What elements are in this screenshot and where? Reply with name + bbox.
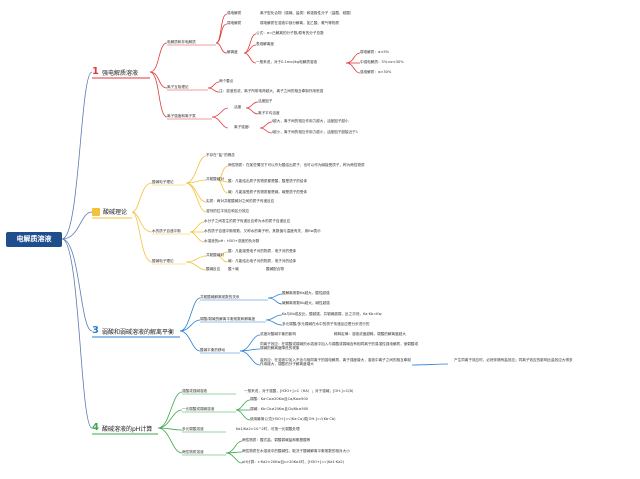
node: 强电解质 <box>227 11 242 15</box>
node: 活度因子 <box>258 99 273 103</box>
root-topic: 电解质溶液 <box>6 232 62 247</box>
node: 稀释定律：溶液浓度越稀，弱酸的解离度越大 <box>334 332 406 336</box>
node: 酸碱反应 <box>206 267 221 271</box>
node: 水的质子自递平衡 <box>152 229 181 233</box>
node: 不存在“盐”的概念 <box>206 153 235 157</box>
lightbulb-icon <box>92 207 100 216</box>
section-4-label: 酸碱溶液的pH计算 <box>101 425 153 433</box>
section-4-number: 4 <box>92 422 99 433</box>
node: 离子型化合物（强碱、盐类）和强极性分子（盐酸、硫酸） <box>260 11 354 15</box>
node: 酸：凡能给出质子的物质都是酸，酸是质子的给体 <box>228 179 308 183</box>
node: 酸碱电子理论 <box>152 259 174 263</box>
node: 多元弱酸/多元弱碱在水中的质子传递反应是分步进行的 <box>282 322 370 326</box>
node: I越小，离子间的相互作用力越小，活度因子越接近于1 <box>272 130 359 134</box>
node: Ka与Kb成反比，酸越强，共轭碱越弱，反之亦然，Ka·Kb=Kw <box>282 312 382 316</box>
section-3-label: 弱酸和弱碱溶液的解离平衡 <box>101 328 174 336</box>
node: 酸碱平衡的移动 <box>200 348 226 352</box>
node: 强电解质：α>30% <box>360 70 392 74</box>
node: 浓度对酸碱平衡的影响 <box>260 332 296 336</box>
node: 表观解离度 <box>256 42 274 46</box>
node: 酸＋碱 <box>228 267 239 271</box>
node: 弱电解质在溶液中部分解离，如乙酸、氨气等物质 <box>260 21 340 25</box>
node: 离子强度和离子氛 <box>167 114 196 118</box>
section-1-number: 1 <box>92 66 99 77</box>
node: 碱解离常数Kb越大，碱性越强 <box>282 301 330 305</box>
section-3-title: 3 弱酸和弱碱溶液的解离平衡 <box>92 326 174 336</box>
node: 一元弱酸或弱碱溶液 <box>182 407 215 411</box>
node: 两个要点 <box>219 79 234 83</box>
node: 两性物质溶液 <box>182 450 204 454</box>
node: 碱：凡能给出电子对的物质，电子对的给体 <box>228 259 297 263</box>
node: 水分子之间发生的质子传递反应称为水的质子自递反应 <box>204 219 291 223</box>
node: 弱电解质 <box>227 21 242 25</box>
section-1-title: 1 强电解质溶液 <box>92 67 138 77</box>
node: 一般来说，对于0.1mol/kg电解质溶液 <box>256 60 318 64</box>
section-4-title: 4 酸碱溶液的pH计算 <box>92 423 152 433</box>
node: 多元弱酸溶液 <box>182 427 204 431</box>
node: 使用最简公式[H3O+]=√(Ka·Ca)或[OH-]=√(Kb·Cb) <box>250 417 336 421</box>
node: 公式：α=已解离的分子数/原有的分子总数 <box>256 31 324 35</box>
node: 实质：两对共轭酸碱对之间的质子传递反应 <box>206 199 275 203</box>
node: 同离子效应：在弱酸或弱碱的水溶液中加入与弱酸或弱碱含有相同离子的易溶性强电解质，… <box>260 342 419 351</box>
node: 弱电解质：α<5% <box>360 50 390 54</box>
node: 酸碱电子理论 <box>152 180 174 184</box>
section-2-title: 酸碱理论 <box>92 207 127 216</box>
section-3-number: 3 <box>92 325 99 336</box>
node: 碱：凡能接受质子的物质都是碱，碱是质子的受体 <box>228 190 308 194</box>
node: 弱酸/弱碱的解离平衡常数和解离度 <box>200 317 256 321</box>
node: 解离度 <box>227 50 238 54</box>
node: 活度 <box>234 105 242 109</box>
node: 溶剂的拉平效应和区分效应 <box>206 209 250 213</box>
node: I越大，离子间的相互作用力越大，活度因子越小 <box>272 119 349 123</box>
node: 共轭酸碱对 <box>206 177 224 181</box>
node: Ka1/Ka2>10^2时，可按一元弱酸处理 <box>236 427 300 431</box>
section-1-label: 强电解质溶液 <box>101 69 138 77</box>
node: 注：溶液愈浓，离子所带电荷越大，离子之间的相互牵制作用愈强 <box>219 89 324 93</box>
node: 强酸或强碱溶液 <box>182 389 208 393</box>
node: 酸解离常数Ka越大，酸性越强 <box>282 291 330 295</box>
node: 两性物质：酸式盐、弱酸弱碱盐和氨基酸等 <box>242 438 311 442</box>
node: 水的质子自递平衡常数，又称水的离子积，其数值与温度有关，用Kw表示 <box>204 229 321 233</box>
node: 离子强度I <box>234 125 250 129</box>
node: 盐效应：在溶液中加入不含与相同离子的强电解质，离子强度增大，溶液中离子之间的相互… <box>260 358 411 367</box>
node: pH计算：c·Ka2>20Kw且c>20Ka1时，[H3O+]=√(Ka1·Ka… <box>242 460 345 464</box>
node: 酸：凡能接受电子对的物质，电子对的受体 <box>228 249 297 253</box>
node: 两性物质在水溶液中的酸碱性，取决于酸碱解离平衡常数的相对大小 <box>242 449 350 453</box>
node: 中强电解质：5%<α<30% <box>360 60 404 64</box>
section-2-label: 酸碱理论 <box>103 209 128 216</box>
node: 电解质和非电解质 <box>167 40 196 44</box>
node: 一般来说，对于强酸，[H3O+]=C（HA）；对于强碱，[OH-]=C(B) <box>244 389 354 393</box>
node: 酸碱配合物 <box>266 267 284 271</box>
node: 两性物质：在某些情况下可以作为酸给出质子，也可以作为碱接受质子，称为两性物质 <box>228 163 365 167</box>
node: 共轭酸碱解离常数的关系 <box>200 295 240 299</box>
node: 离子互吸理论 <box>167 85 189 89</box>
node: 离子平均活度 <box>258 111 280 115</box>
node: 弱酸：Ka·Ca≥20Kw且Ca/Ka≥500 <box>250 397 308 401</box>
node: 产生同离子效应时，必然伴随有盐效应；同离子效应的影响比盐效应大得多 <box>454 358 573 362</box>
node: 弱碱：Kb·Cb≥20Kw且Cb/Kb≥500 <box>250 407 309 411</box>
node: 水溶液的pH：H3O+浓度的负对数 <box>204 239 260 243</box>
node: 共轭酸碱对 <box>206 253 224 257</box>
